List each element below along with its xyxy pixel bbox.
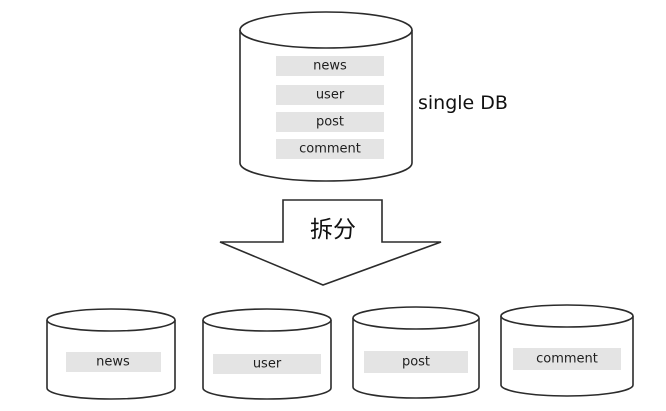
split-db-cylinder-top xyxy=(352,306,480,330)
split-arrow xyxy=(219,199,442,286)
split-db-cylinder-user: user xyxy=(202,308,332,400)
split-db-table-label-user: user xyxy=(253,357,282,372)
split-db-table-label-news: news xyxy=(96,355,130,370)
single-db-cylinder-top xyxy=(239,11,413,49)
single-db-table-user-label: user xyxy=(316,88,345,103)
single-db-table-post: post xyxy=(276,112,384,132)
single-db-cylinder: news user post comment xyxy=(239,11,413,182)
split-arrow-label: 拆分 xyxy=(310,217,356,243)
split-db-table-label-post: post xyxy=(402,355,430,370)
split-db-cylinder-top xyxy=(202,308,332,332)
split-db-table-label-comment: comment xyxy=(536,352,598,367)
single-db-table-comment-label: comment xyxy=(299,142,361,157)
split-db-cylinder-news: news xyxy=(46,308,176,400)
single-db-table-news: news xyxy=(276,56,384,76)
single-db-label: single DB xyxy=(418,92,508,114)
single-db-table-user: user xyxy=(276,85,384,105)
split-db-cylinder-comment: comment xyxy=(500,304,634,397)
split-db-cylinder-top xyxy=(500,304,634,328)
split-db-cylinder-post: post xyxy=(352,306,480,399)
split-db-cylinder-top xyxy=(46,308,176,332)
single-db-table-comment: comment xyxy=(276,139,384,159)
single-db-table-news-label: news xyxy=(313,59,347,74)
single-db-table-post-label: post xyxy=(316,115,344,130)
